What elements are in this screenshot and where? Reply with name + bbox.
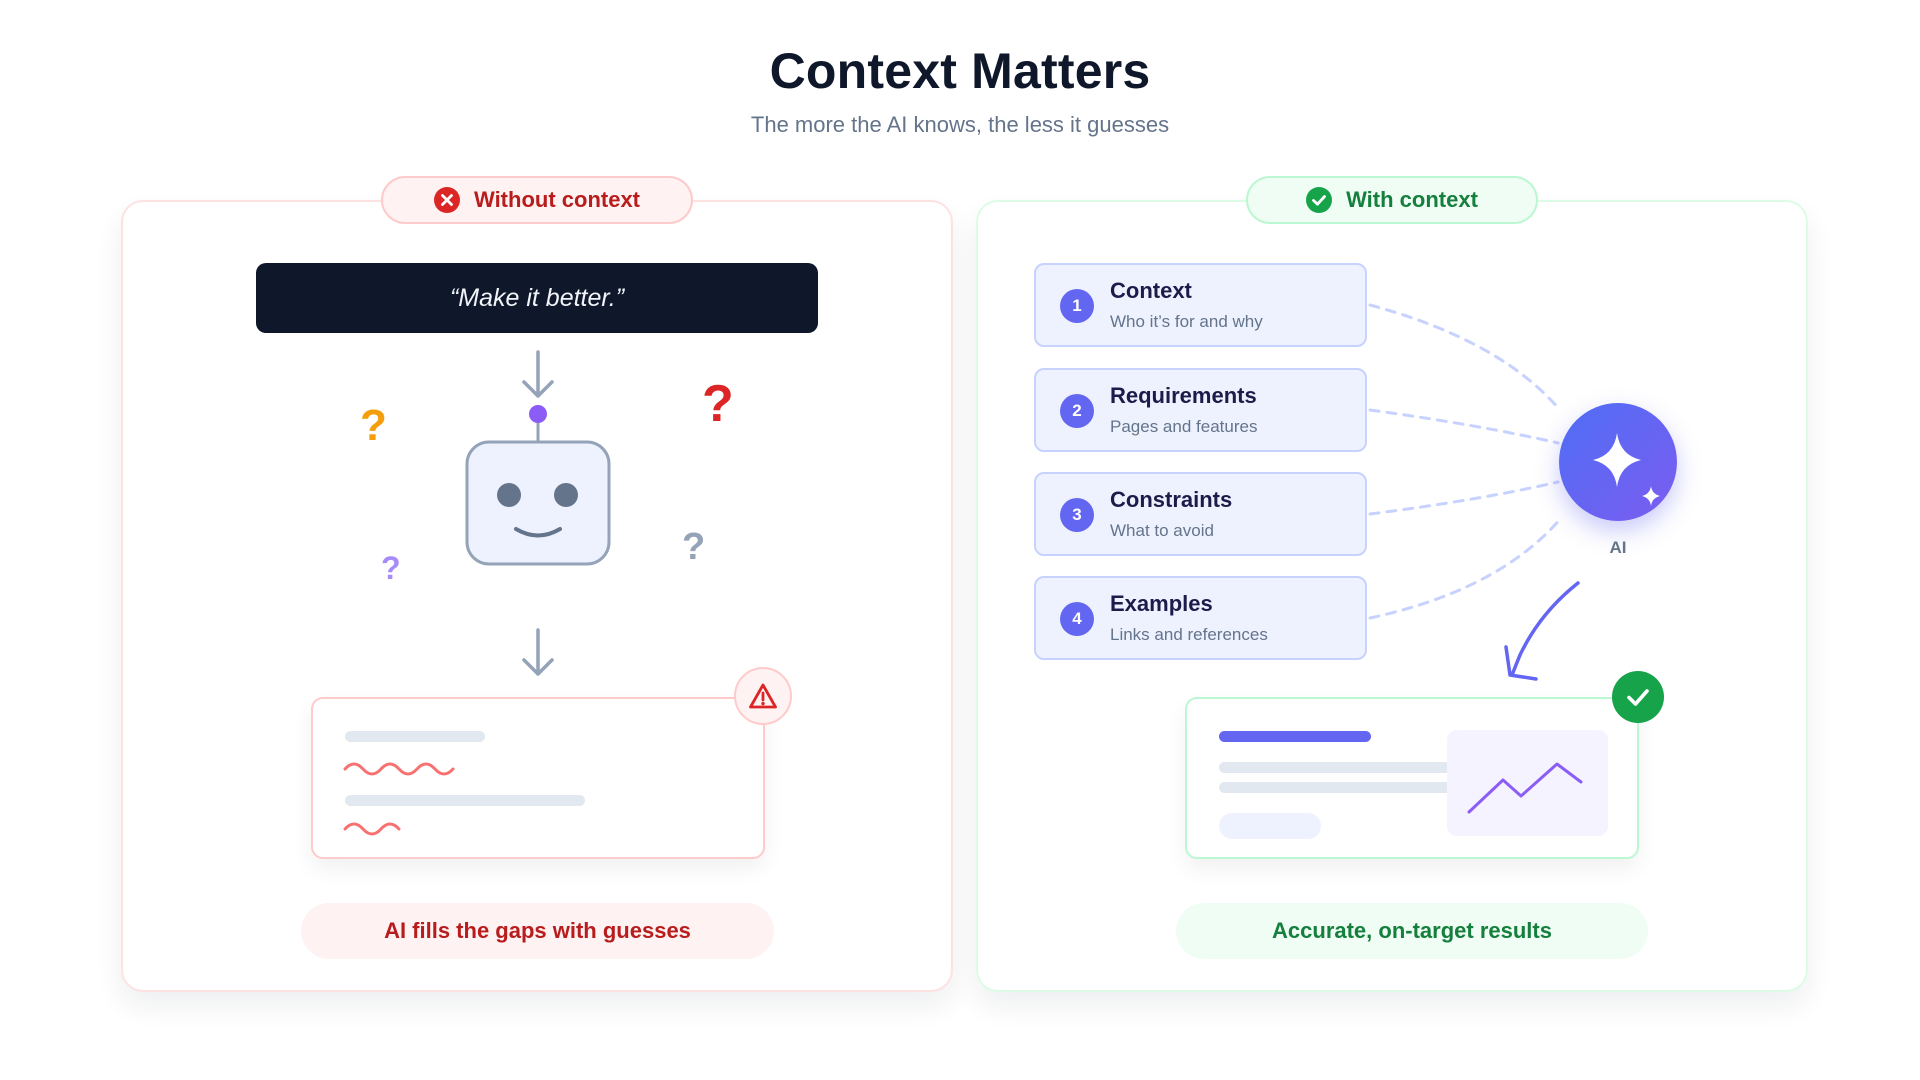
line-chart-icon — [1467, 762, 1583, 814]
step-constraints: 3 Constraints What to avoid — [1034, 472, 1367, 556]
warning-triangle-icon — [749, 683, 777, 709]
question-mark: ? — [381, 550, 401, 586]
check-circle-icon — [1306, 187, 1333, 213]
page-subtitle: The more the AI knows, the less it guess… — [750, 112, 1170, 137]
step-number: 1 — [1060, 289, 1094, 323]
page-title: Context Matters — [769, 43, 1151, 99]
with-context-label: With context — [1246, 176, 1538, 224]
success-badge — [1612, 671, 1664, 723]
step-number: 2 — [1060, 394, 1094, 428]
with-context-caption: Accurate, on-target results — [1176, 903, 1648, 959]
down-arrow-icon — [522, 350, 554, 398]
without-context-caption: AI fills the gaps with guesses — [301, 903, 774, 959]
step-title: Context — [1110, 278, 1192, 303]
without-context-label: Without context — [381, 176, 693, 224]
step-context: 1 Context Who it’s for and why — [1034, 263, 1367, 347]
step-examples: 4 Examples Links and references — [1034, 576, 1367, 660]
step-subtitle: Links and references — [1110, 625, 1268, 644]
x-circle-icon — [434, 187, 460, 213]
step-title: Requirements — [1110, 383, 1257, 408]
down-arrow-icon — [522, 628, 554, 676]
step-subtitle: What to avoid — [1110, 521, 1214, 540]
step-number: 4 — [1060, 602, 1094, 636]
step-requirements: 2 Requirements Pages and features — [1034, 368, 1367, 452]
robot-icon — [465, 405, 611, 566]
ai-node — [1559, 403, 1677, 521]
step-number: 3 — [1060, 498, 1094, 532]
content-lines — [1219, 731, 1459, 839]
question-mark: ? — [360, 401, 387, 450]
curved-arrow-icon — [1504, 581, 1580, 681]
without-context-label-text: Without context — [474, 187, 640, 212]
question-mark: ? — [682, 526, 706, 568]
step-title: Examples — [1110, 591, 1213, 616]
step-subtitle: Who it’s for and why — [1110, 312, 1263, 331]
guessed-output-card — [311, 697, 765, 859]
ai-label: AI — [1609, 538, 1627, 557]
step-title: Constraints — [1110, 487, 1233, 512]
vague-prompt: “Make it better.” — [256, 263, 818, 333]
sparkle-icon — [1593, 433, 1660, 506]
with-context-label-text: With context — [1346, 187, 1478, 212]
step-subtitle: Pages and features — [1110, 417, 1258, 436]
chart-thumbnail — [1447, 730, 1608, 836]
checkmark-icon — [1627, 689, 1649, 706]
question-mark: ? — [702, 375, 734, 433]
placeholder-lines — [343, 731, 585, 836]
warning-badge — [734, 667, 792, 725]
